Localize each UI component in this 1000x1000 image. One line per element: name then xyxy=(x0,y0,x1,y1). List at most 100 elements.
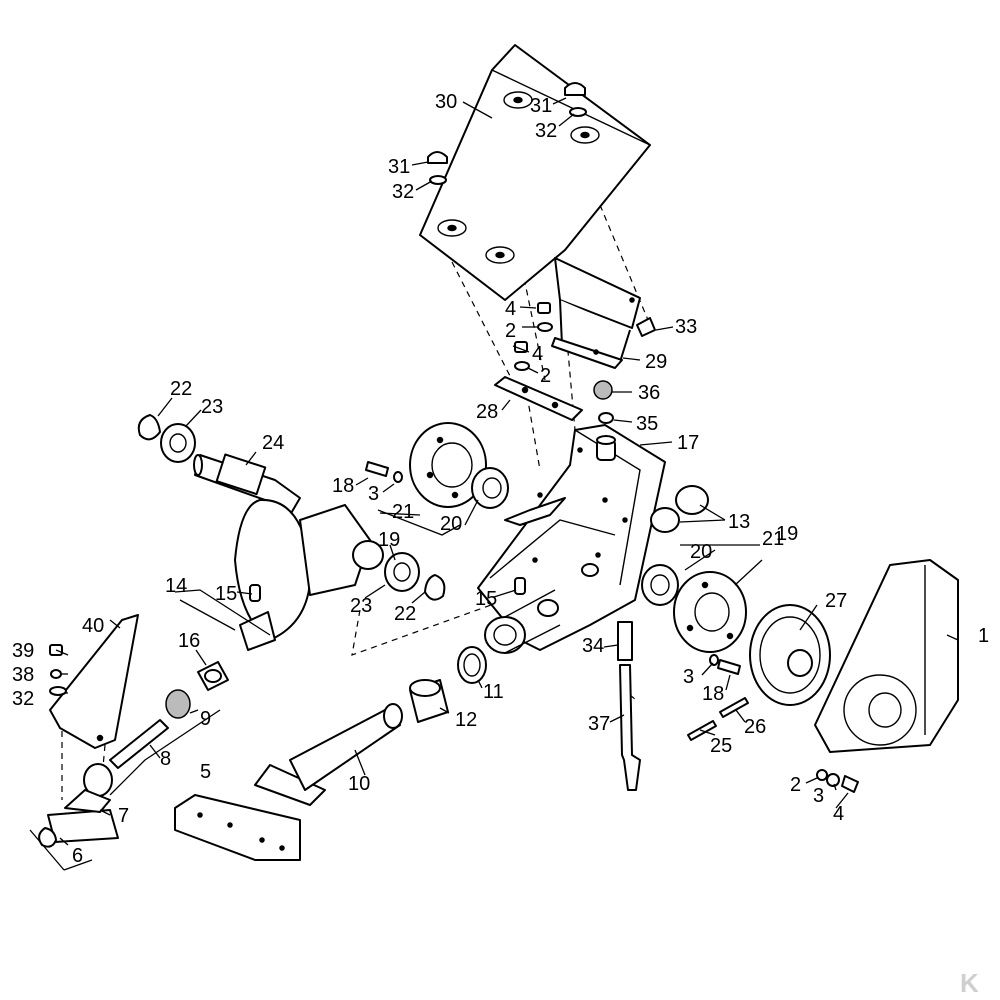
part-6-circlip xyxy=(38,827,57,848)
part-7-bearing-block xyxy=(47,763,119,843)
brand-logo: K xyxy=(960,968,979,998)
part-9-bushing xyxy=(165,689,191,719)
parts-2-3-4-fasteners-right xyxy=(816,769,859,793)
part-17-main-housing xyxy=(477,424,666,654)
label-part-2-lower: 2 xyxy=(540,365,551,387)
label-part-2-right: 2 xyxy=(790,774,801,796)
label-part-6: 6 xyxy=(72,845,83,867)
label-part-21-left: 21 xyxy=(392,501,414,523)
label-part-3-right: 3 xyxy=(683,666,694,688)
label-part-23-middle: 23 xyxy=(350,595,372,617)
part-18-bolt-left xyxy=(365,461,403,483)
label-part-18-right: 18 xyxy=(702,683,724,705)
part-38-washer xyxy=(50,669,62,679)
part-40-bracket xyxy=(49,614,139,749)
part-8-shaft xyxy=(109,719,169,769)
part-37-rod xyxy=(619,664,641,791)
part-31-acorn-nut-top xyxy=(564,82,587,117)
part-15-grease-nipple-left xyxy=(249,584,261,602)
part-4-bolt-upper xyxy=(537,302,553,332)
label-part-31-left: 31 xyxy=(388,156,410,178)
label-part-17: 17 xyxy=(677,432,699,454)
label-part-4-right: 4 xyxy=(833,803,844,825)
label-part-35: 35 xyxy=(636,413,658,435)
part-32-washer-left xyxy=(49,686,67,696)
label-part-32-left: 32 xyxy=(392,181,414,203)
label-part-2-upper: 2 xyxy=(505,320,516,342)
label-part-28: 28 xyxy=(476,401,498,423)
part-labels: 30 31 32 31 32 4 2 4 2 33 29 28 36 35 17… xyxy=(12,91,989,867)
label-part-24: 24 xyxy=(262,432,284,454)
label-part-22-middle: 22 xyxy=(394,603,416,625)
label-part-33: 33 xyxy=(675,316,697,338)
part-20-bearing-right xyxy=(641,564,679,606)
label-part-1: 1 xyxy=(978,625,989,647)
label-part-31-top: 31 xyxy=(530,95,552,117)
label-part-8: 8 xyxy=(160,748,171,770)
label-part-22-top: 22 xyxy=(170,378,192,400)
label-part-3-bottom: 3 xyxy=(813,785,824,807)
label-part-40: 40 xyxy=(82,615,104,637)
label-part-38: 38 xyxy=(12,664,34,686)
part-18-bolt-right xyxy=(709,654,741,675)
label-part-15-left: 15 xyxy=(215,583,237,605)
label-part-9: 9 xyxy=(200,708,211,730)
label-part-32-top: 32 xyxy=(535,120,557,142)
label-part-13: 13 xyxy=(728,511,750,533)
part-21-flange-right xyxy=(673,571,747,653)
part-20-bearing-left xyxy=(471,467,509,509)
part-14-housing-disk xyxy=(234,498,384,651)
label-part-27: 27 xyxy=(825,590,847,612)
part-28-plate xyxy=(494,376,583,421)
label-part-30: 30 xyxy=(435,91,457,113)
label-part-7: 7 xyxy=(118,805,129,827)
part-21-flange-left xyxy=(409,422,487,508)
label-part-19-left: 19 xyxy=(378,529,400,551)
label-part-39: 39 xyxy=(12,640,34,662)
part-23-bearing-top xyxy=(160,423,196,463)
part-12-sleeve xyxy=(409,679,449,723)
part-15-grease-nipple-right xyxy=(514,577,526,595)
label-part-25: 25 xyxy=(710,735,732,757)
label-part-14: 14 xyxy=(165,575,187,597)
label-part-4-lower: 4 xyxy=(532,343,543,365)
label-part-12: 12 xyxy=(455,709,477,731)
part-4-bolt-lower xyxy=(514,341,530,371)
part-24-shaft xyxy=(193,453,301,516)
part-34-spring xyxy=(617,621,633,661)
part-30-upper-cover xyxy=(419,44,651,301)
part-35-nut xyxy=(598,412,614,424)
label-part-20-left: 20 xyxy=(440,513,462,535)
label-part-36: 36 xyxy=(638,382,660,404)
label-part-29: 29 xyxy=(645,351,667,373)
label-part-4-upper: 4 xyxy=(505,298,516,320)
part-23-bearing-middle xyxy=(384,552,420,592)
label-part-5: 5 xyxy=(200,761,211,783)
label-part-32-left-low: 32 xyxy=(12,688,34,710)
label-part-26: 26 xyxy=(744,716,766,738)
label-part-3-left: 3 xyxy=(368,483,379,505)
label-part-23-top: 23 xyxy=(201,396,223,418)
label-part-20-right: 20 xyxy=(690,541,712,563)
leader-lines xyxy=(29,97,959,871)
part-22-circlip-middle xyxy=(424,574,446,601)
part-11-ring xyxy=(457,646,487,684)
part-10-mounting-arm xyxy=(174,703,403,861)
part-27-pulley xyxy=(749,604,831,706)
part-16-fitting xyxy=(197,661,229,691)
label-part-37: 37 xyxy=(588,713,610,735)
part-13-bushings xyxy=(650,485,709,533)
part-22-circlip-top xyxy=(137,414,161,441)
label-part-16: 16 xyxy=(178,630,200,652)
label-part-34: 34 xyxy=(582,635,604,657)
label-part-11: 11 xyxy=(483,681,504,703)
part-33-bolt xyxy=(636,317,656,337)
part-26-pin xyxy=(719,697,749,718)
label-part-21-right-top: 21 xyxy=(762,528,784,550)
part-36-cap xyxy=(593,380,613,400)
label-part-18-left: 18 xyxy=(332,475,354,497)
part-31-acorn-nut-left xyxy=(427,151,448,185)
label-part-19-right: 19 xyxy=(776,523,798,545)
